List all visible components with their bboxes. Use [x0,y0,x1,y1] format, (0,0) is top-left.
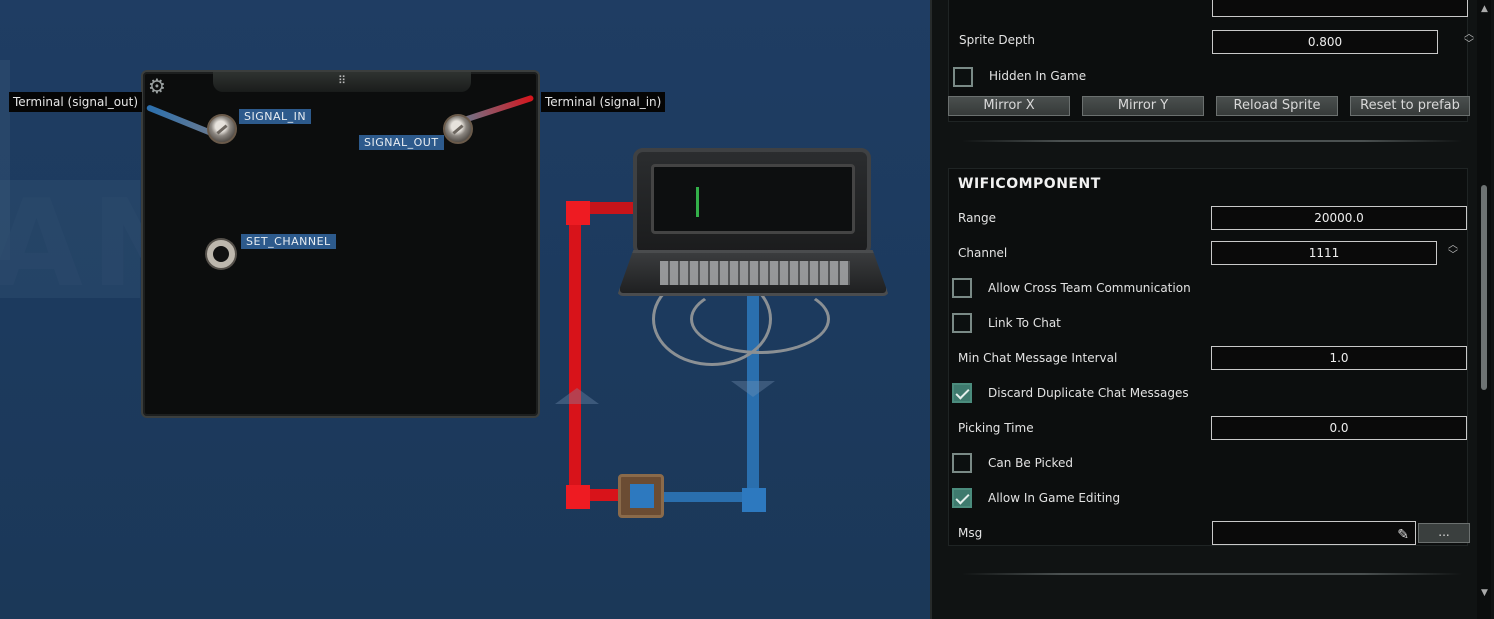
scroll-down-icon[interactable]: ▼ [1481,588,1488,598]
pin-label-set-channel: SET_CHANNEL [241,234,336,249]
arrow-up-icon [555,388,599,404]
picking-time-label: Picking Time [958,421,1034,435]
mirror-x-button[interactable]: Mirror X [948,96,1070,116]
discard-duplicate-label: Discard Duplicate Chat Messages [988,386,1189,400]
channel-stepper[interactable]: ︿ ﹀ [1448,241,1458,261]
scroll-up-icon[interactable]: ▲ [1481,4,1488,14]
terminal-cable-2 [690,284,830,354]
pin-label-signal-in: SIGNAL_IN [239,109,312,124]
discard-duplicate-checkbox[interactable] [952,383,972,403]
msg-input[interactable]: ✎ [1212,521,1416,545]
workspace-canvas[interactable]: AN ⚙ ⠿ SIGNAL_IN SIGNAL_OUT SET_CHANNEL … [0,0,930,619]
terminal-monitor[interactable] [633,148,871,256]
sprite-depth-stepper[interactable]: ︿ ﹀ [1464,30,1474,50]
pencil-icon[interactable]: ✎ [1397,527,1409,543]
sprite-depth-label: Sprite Depth [959,33,1035,47]
blue-wire-node-right[interactable] [742,488,766,512]
msg-more-button[interactable]: ... [1418,523,1470,543]
terminal-signal-out-label: Terminal (signal_out) [9,92,143,112]
drag-handle-icon: ⠿ [337,74,347,87]
connector-set-channel[interactable] [207,240,235,268]
reload-sprite-button[interactable]: Reload Sprite [1216,96,1338,116]
blue-wire-horizontal [643,492,755,502]
background-line [0,60,10,260]
allow-cross-team-checkbox[interactable] [952,278,972,298]
chevron-down-icon[interactable]: ﹀ [1464,39,1474,50]
properties-panel[interactable]: ▲ ▼ Sprite Depth 0.800 ︿ ﹀ Hidden In Gam… [930,0,1494,619]
top-cut-field[interactable] [1212,0,1468,17]
channel-input[interactable]: 1111 [1211,241,1437,265]
min-chat-interval-input[interactable]: 1.0 [1211,346,1467,370]
section-divider-bottom [962,573,1462,575]
wire-signal-out [460,94,535,124]
msg-label: Msg [958,526,983,540]
blue-wire-node-left[interactable] [630,484,654,508]
connector-signal-out[interactable] [443,114,473,144]
mirror-y-button[interactable]: Mirror Y [1082,96,1204,116]
channel-label: Channel [958,246,1008,260]
terminal-cursor [696,187,699,217]
panel-drag-handle[interactable]: ⠿ [213,72,471,92]
sprite-depth-input[interactable]: 0.800 [1212,30,1438,54]
chevron-up-icon[interactable]: ︿ [1448,240,1458,251]
reset-to-prefab-button[interactable]: Reset to prefab [1350,96,1470,116]
terminal-signal-in-label: Terminal (signal_in) [541,92,666,112]
link-to-chat-label: Link To Chat [988,316,1061,330]
terminal-keyboard [617,250,889,296]
section-divider-top [962,140,1462,142]
terminal-screen [651,164,855,234]
range-input[interactable]: 20000.0 [1211,206,1467,230]
keyboard-keys [660,261,850,285]
red-wire-node-top[interactable] [566,201,590,225]
chevron-up-icon[interactable]: ︿ [1464,29,1474,40]
pin-label-signal-out: SIGNAL_OUT [359,135,444,150]
allow-in-game-editing-checkbox[interactable] [952,488,972,508]
red-wire-node-bottom[interactable] [566,485,590,509]
red-wire-vertical [569,205,581,497]
link-to-chat-checkbox[interactable] [952,313,972,333]
min-chat-interval-label: Min Chat Message Interval [958,351,1118,365]
range-label: Range [958,211,997,225]
allow-cross-team-label: Allow Cross Team Communication [988,281,1191,295]
arrow-down-icon [731,381,775,397]
gear-icon[interactable]: ⚙ [148,74,166,98]
background-band [0,180,140,298]
allow-in-game-editing-label: Allow In Game Editing [988,491,1121,505]
can-be-picked-label: Can Be Picked [988,456,1074,470]
sprite-section: Sprite Depth 0.800 ︿ ﹀ Hidden In Game [948,0,1474,122]
wire-signal-in [145,104,215,137]
wifi-section-title: WIFICOMPONENT [958,176,1101,192]
connection-panel[interactable]: ⚙ ⠿ SIGNAL_IN SIGNAL_OUT SET_CHANNEL [141,70,540,418]
picking-time-input[interactable]: 0.0 [1211,416,1467,440]
can-be-picked-checkbox[interactable] [952,453,972,473]
properties-scrollbar-thumb[interactable] [1481,185,1487,390]
chevron-down-icon[interactable]: ﹀ [1448,250,1458,261]
hidden-in-game-checkbox[interactable] [953,67,973,87]
hidden-in-game-label: Hidden In Game [989,69,1087,83]
connector-signal-in[interactable] [207,114,237,144]
